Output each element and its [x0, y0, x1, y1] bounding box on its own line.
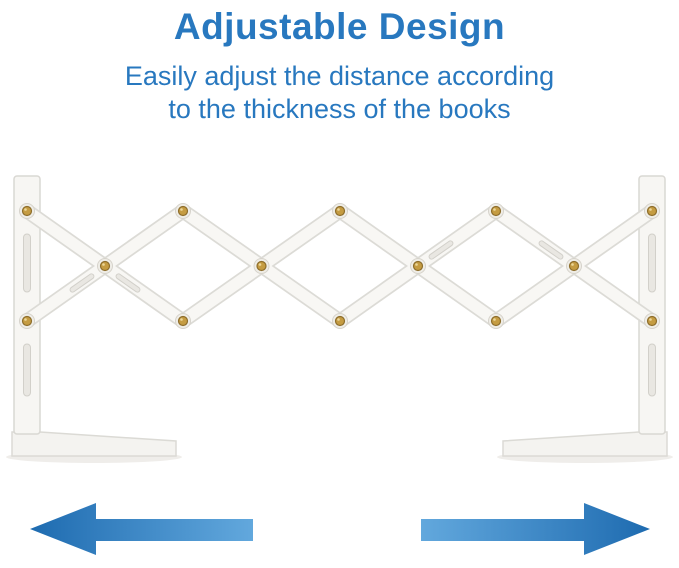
rivet-icon [253, 258, 270, 274]
left-arrow-icon [30, 503, 253, 555]
rivet-icon [488, 313, 504, 329]
adjustable-bookend-illustration [0, 156, 679, 468]
rivet-icon [410, 258, 426, 274]
rivet-icon [332, 203, 348, 219]
rivet-icon [332, 313, 348, 329]
subtitle-line-2: to the thickness of the books [168, 93, 511, 124]
rivet-icon [175, 203, 191, 219]
rivet-icon [644, 203, 660, 219]
rivet-icon [644, 313, 660, 329]
header: Adjustable Design Easily adjust the dist… [0, 6, 679, 126]
rivet-icon [19, 203, 35, 219]
adjust-direction-arrows [0, 494, 679, 564]
subtitle-line-1: Easily adjust the distance according [124, 61, 555, 91]
arm-adjustment-slots [69, 240, 564, 293]
rivet-icon [19, 313, 35, 329]
right-arrow-icon [421, 503, 650, 555]
rivet-icon [566, 258, 582, 274]
right-bookend [502, 175, 668, 457]
scissor-mechanism [19, 203, 660, 329]
scissor-arm-faces [21, 205, 658, 327]
rivets [19, 203, 660, 329]
rivet-icon [175, 313, 191, 329]
rivet-icon [97, 258, 113, 274]
rivet-icon [488, 203, 504, 219]
left-bookend [11, 175, 177, 457]
page-title: Adjustable Design [173, 6, 506, 47]
scissor-arm-borders [19, 203, 660, 329]
